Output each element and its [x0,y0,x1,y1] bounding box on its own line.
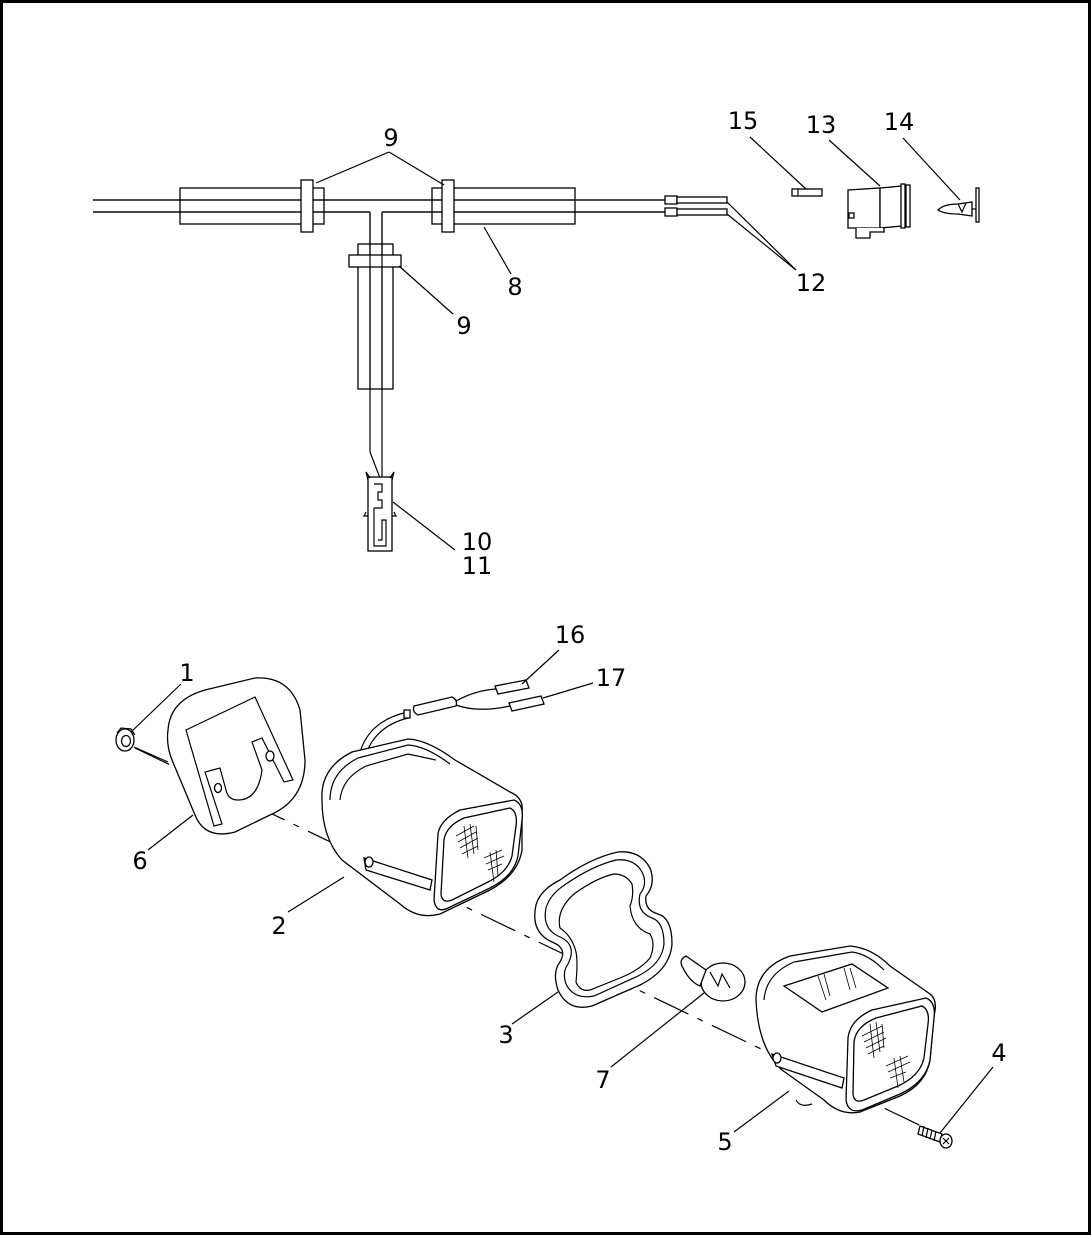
lamp-lens-housing [755,945,936,1114]
callout-5: 5 [717,1128,732,1156]
callout-11: 11 [462,552,493,580]
lock-nut [115,727,136,752]
lens-screw [917,1125,953,1149]
callout-9-top: 9 [383,124,398,152]
bulb-socket-terminal [936,187,980,223]
bulb [680,955,746,1002]
callout-12: 12 [796,269,827,297]
socket-housing [847,183,911,239]
callout-8: 8 [507,273,522,301]
callout-7: 7 [595,1066,610,1094]
harness-connector [363,471,397,552]
callout-3: 3 [498,1021,513,1049]
callout-14: 14 [884,108,915,136]
callout-10: 10 [462,528,493,556]
callout-4: 4 [991,1039,1006,1067]
wire-pigtail [359,679,545,755]
lamp-base-housing [321,738,523,917]
lens-gasket [534,851,673,1008]
harness-conduit [93,187,665,390]
callout-16: 16 [555,621,586,649]
callout-17: 17 [596,664,627,692]
leader-lines-bottom [130,649,994,1134]
mounting-bracket [166,677,306,835]
callout-2: 2 [271,912,286,940]
callout-9-branch: 9 [456,312,471,340]
terminal-pin [791,188,823,197]
cable-strap-clips [300,179,455,268]
callout-15: 15 [728,107,759,135]
leader-lines-top [315,136,961,551]
callout-6: 6 [132,847,147,875]
wire-terminals [664,195,728,217]
callout-1: 1 [179,659,194,687]
callout-13: 13 [806,111,837,139]
callout-labels: 9 8 9 10 11 12 15 13 14 16 17 1 6 2 3 7 … [132,107,1006,1156]
exploded-view-drawing: 9 8 9 10 11 12 15 13 14 16 17 1 6 2 3 7 … [93,107,1007,1156]
